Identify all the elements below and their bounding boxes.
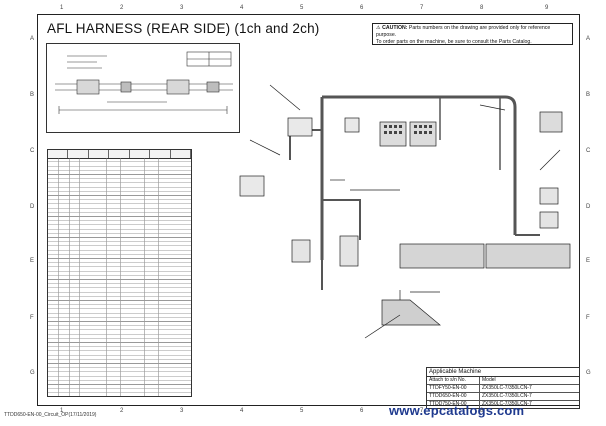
header-attach-sn: Attach to s/n No. bbox=[427, 377, 480, 384]
grid-row-b-left: B bbox=[30, 92, 35, 98]
grid-col-1-top: 1 bbox=[60, 5, 64, 11]
grid-col-8-top: 8 bbox=[480, 5, 484, 11]
caution-line-1: Parts numbers on the drawing are provide… bbox=[376, 25, 551, 38]
applicable-machine-header-row: Attach to s/n No. Model bbox=[427, 377, 579, 385]
caution-line-2: To order parts on the machine, be sure t… bbox=[376, 39, 532, 45]
grid-row-b-right: B bbox=[586, 92, 591, 98]
table-row: TTDD750-EN-00 ZX350LC-7/350LCN-7 bbox=[427, 401, 579, 408]
grid-row-g-left: G bbox=[30, 370, 35, 376]
harness-detail-view bbox=[46, 43, 240, 133]
drawing-frame bbox=[37, 14, 580, 406]
grid-row-d-left: D bbox=[30, 204, 35, 210]
wire-table-rows bbox=[48, 158, 191, 396]
grid-col-3-bottom: 3 bbox=[180, 408, 184, 414]
serial-number: TTDFY50-EN-00 bbox=[427, 385, 480, 392]
grid-col-7-top: 7 bbox=[420, 5, 424, 11]
detail-drawing bbox=[55, 51, 233, 114]
grid-row-g-right: G bbox=[586, 370, 591, 376]
grid-row-e-left: E bbox=[30, 258, 35, 264]
grid-col-7-bottom: 7 bbox=[420, 408, 424, 414]
warning-icon: ⚠ bbox=[376, 25, 381, 31]
model-name: ZX350LC-7/350LCN-7 bbox=[482, 401, 532, 407]
serial-number: TTDD650-EN-00 bbox=[427, 393, 480, 400]
applicable-machine-table: Applicable Machine Attach to s/n No. Mod… bbox=[426, 367, 580, 409]
caution-label: CAUTION: bbox=[382, 25, 408, 31]
model-name: ZX350LC-7/350LCN-7 bbox=[482, 393, 532, 399]
serial-number: TTDD750-EN-00 bbox=[427, 401, 480, 408]
grid-col-9-top: 9 bbox=[545, 5, 549, 11]
wire-table bbox=[47, 149, 192, 397]
grid-col-6-top: 6 bbox=[360, 5, 364, 11]
grid-col-4-top: 4 bbox=[240, 5, 244, 11]
header-model: Model bbox=[482, 377, 496, 383]
grid-col-4-bottom: 4 bbox=[240, 408, 244, 414]
grid-col-3-top: 3 bbox=[180, 5, 184, 11]
grid-col-2-bottom: 2 bbox=[120, 408, 124, 414]
caution-box: ⚠ CAUTION: Parts numbers on the drawing … bbox=[372, 23, 573, 45]
grid-col-8-bottom: 8 bbox=[480, 408, 484, 414]
grid-row-c-right: C bbox=[586, 148, 591, 154]
watermark: www.epcatalogs.com bbox=[389, 403, 525, 418]
applicable-machine-caption: Applicable Machine bbox=[427, 368, 579, 377]
grid-row-a-right: A bbox=[586, 36, 591, 42]
table-row: TTDD650-EN-00 ZX350LC-7/350LCN-7 bbox=[427, 393, 579, 401]
grid-row-d-right: D bbox=[586, 204, 591, 210]
grid-row-f-right: F bbox=[586, 315, 590, 321]
drawing-title: AFL HARNESS (REAR SIDE) (1ch and 2ch) bbox=[47, 21, 320, 36]
grid-row-e-right: E bbox=[586, 258, 591, 264]
grid-col-5-bottom: 5 bbox=[300, 408, 304, 414]
grid-col-6-bottom: 6 bbox=[360, 408, 364, 414]
grid-row-a-left: A bbox=[30, 36, 35, 42]
document-reference: TTDD650-EN-00_Circuit_OP(17/11/2019) bbox=[4, 412, 97, 418]
grid-col-1-bottom: 1 bbox=[60, 408, 64, 414]
grid-col-5-top: 5 bbox=[300, 5, 304, 11]
grid-row-c-left: C bbox=[30, 148, 35, 154]
model-name: ZX350LC-7/350LCN-7 bbox=[482, 385, 532, 391]
table-row: TTDFY50-EN-00 ZX350LC-7/350LCN-7 bbox=[427, 385, 579, 393]
grid-row-f-left: F bbox=[30, 315, 34, 321]
grid-col-2-top: 2 bbox=[120, 5, 124, 11]
